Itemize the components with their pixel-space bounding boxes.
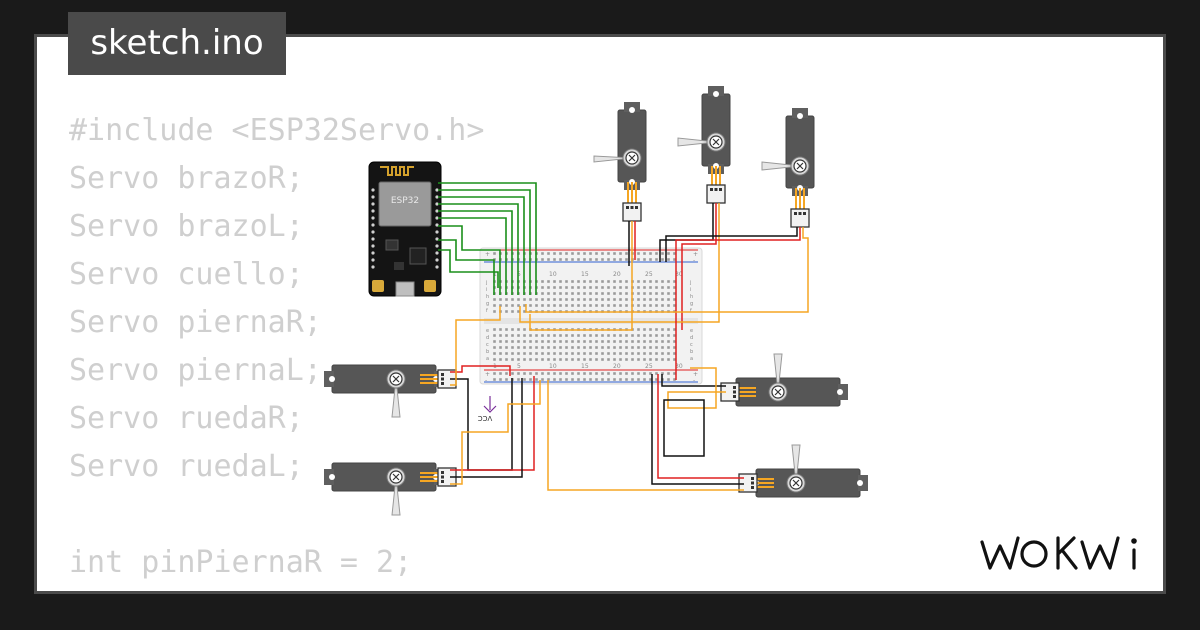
servo-pierna-r[interactable] [323, 364, 457, 418]
bb-row-label: g [486, 301, 489, 307]
bb-row-label: g [690, 301, 693, 307]
file-tab[interactable]: sketch.ino [68, 12, 286, 75]
servo-rueda-r[interactable] [720, 353, 849, 407]
bb-col-label: 5 [517, 271, 521, 278]
bb-row-label: i [486, 287, 487, 293]
breadboard: 1 5 10 15 20 25 30 1 5 10 15 20 25 30 + … [479, 247, 703, 385]
bb-rail-label: + [485, 371, 490, 378]
code-line: Servo piernaR; [69, 305, 322, 340]
bb-col-label: 5 [517, 363, 521, 370]
bb-row-label: f [486, 308, 488, 314]
code-line: Servo brazoL; [69, 209, 304, 244]
bb-col-label: 10 [549, 271, 557, 278]
servo-cuello[interactable] [593, 101, 647, 222]
bb-row-label: h [690, 294, 693, 300]
bb-row-label: j [689, 280, 691, 286]
code-line: Servo cuello; [69, 257, 304, 292]
bb-row-label: f [690, 308, 692, 314]
bb-row-label: d [486, 335, 489, 341]
bb-row-label: a [486, 356, 489, 362]
bb-col-label: 15 [581, 271, 589, 278]
vcc-label: VCC [478, 414, 493, 422]
boot-button[interactable] [372, 280, 384, 292]
code-line: #include <ESP32Servo.h> [69, 113, 485, 148]
bb-col-label: 15 [581, 363, 589, 370]
bb-col-label: 10 [549, 363, 557, 370]
bb-col-label: 30 [675, 363, 683, 370]
bb-col-label: 1 [493, 271, 497, 278]
bb-rail-label: + [693, 251, 698, 258]
bb-row-label: h [486, 294, 489, 300]
bb-col-label: 30 [675, 271, 683, 278]
bb-row-label: c [486, 342, 489, 348]
servo-pierna-l[interactable] [323, 462, 457, 516]
wokwi-logo [980, 536, 1137, 570]
bb-row-label: c [690, 342, 693, 348]
bb-col-label: 25 [645, 271, 653, 278]
bb-rail-label: + [693, 371, 698, 378]
code-line: Servo ruedaR; [69, 401, 304, 436]
bb-row-label: e [690, 328, 693, 334]
bb-row-label: b [690, 349, 693, 355]
gpio-wires [438, 182, 537, 295]
code-line: Servo brazoR; [69, 161, 304, 196]
bb-row-label: a [690, 356, 693, 362]
servo-brazo-l[interactable] [761, 107, 815, 228]
bb-col-label: 20 [613, 363, 621, 370]
bb-rail-label: + [485, 251, 490, 258]
reset-button[interactable] [424, 280, 436, 292]
bb-rail-label: - [693, 377, 695, 384]
code-line: Servo ruedaL; [69, 449, 304, 484]
servo-brazo-r[interactable] [677, 85, 731, 204]
preview-card: #include <ESP32Servo.h> Servo brazoR; Serv… [34, 34, 1166, 594]
bb-row-label: b [486, 349, 489, 355]
code-preview: #include <ESP32Servo.h> Servo brazoR; Serv… [69, 107, 485, 591]
esp32-board[interactable]: ESP32 [368, 161, 442, 297]
code-line: Servo piernaL; [69, 353, 322, 388]
bb-col-label: 25 [645, 363, 653, 370]
vcc-symbol: VCC [478, 396, 497, 422]
code-line: int pinPiernaR = 2; [69, 545, 413, 580]
bb-row-label: e [486, 328, 489, 334]
servo-rueda-l[interactable] [738, 444, 869, 498]
bb-col-label: 20 [613, 271, 621, 278]
bb-row-label: j [485, 280, 487, 286]
esp32-chip-label: ESP32 [391, 196, 419, 206]
bb-row-label: d [690, 335, 693, 341]
bb-row-label: i [690, 287, 691, 293]
bb-rail-label: - [485, 377, 487, 384]
bb-rail-label: - [693, 257, 695, 264]
servo-wires [450, 203, 809, 491]
